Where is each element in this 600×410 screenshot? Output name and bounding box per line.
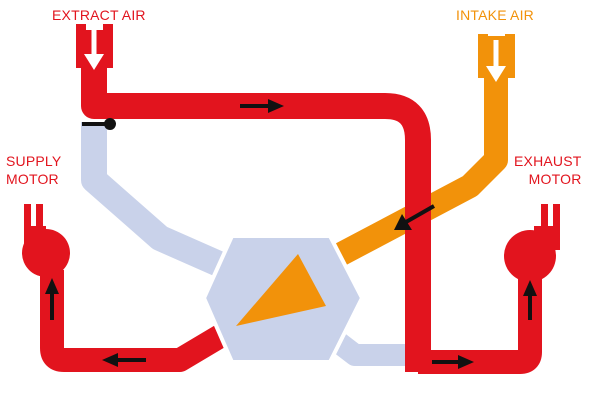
supply-left-arrow-icon [102,353,146,367]
bypass-duct-upper [81,122,234,280]
intake-diagonal-arrow-icon [394,204,435,230]
extract-down-arrow-icon [84,30,104,70]
exhaust-motor-label: EXHAUST MOTOR [514,152,582,188]
supply-up-arrow-icon [45,278,59,320]
damper-icon [82,118,116,130]
heat-exchanger-core [236,254,326,326]
exhaust-motor-label-line2: MOTOR [528,171,582,187]
extract-right-arrow-icon [240,99,284,113]
supply-motor-label-line2: MOTOR [6,171,59,187]
exhaust-up-arrow-icon [523,280,537,320]
exhaust-motor-label-line1: EXHAUST [514,153,582,169]
intake-down-arrow-icon [486,40,506,82]
extract-air-label: EXTRACT AIR [52,7,146,23]
supply-duct [40,270,229,372]
exhaust-motor [504,204,560,282]
supply-motor-label-line1: SUPPLY [6,153,62,169]
supply-motor [22,204,70,277]
intake-inlet [478,34,515,78]
intake-air-label: INTAKE AIR [456,7,534,23]
exhaust-duct [418,268,542,374]
supply-motor-label: SUPPLY MOTOR [6,152,61,188]
heat-exchanger [201,234,365,364]
exhaust-right-arrow-icon [432,355,474,369]
extract-duct [81,30,431,372]
extract-inlet [76,24,113,68]
